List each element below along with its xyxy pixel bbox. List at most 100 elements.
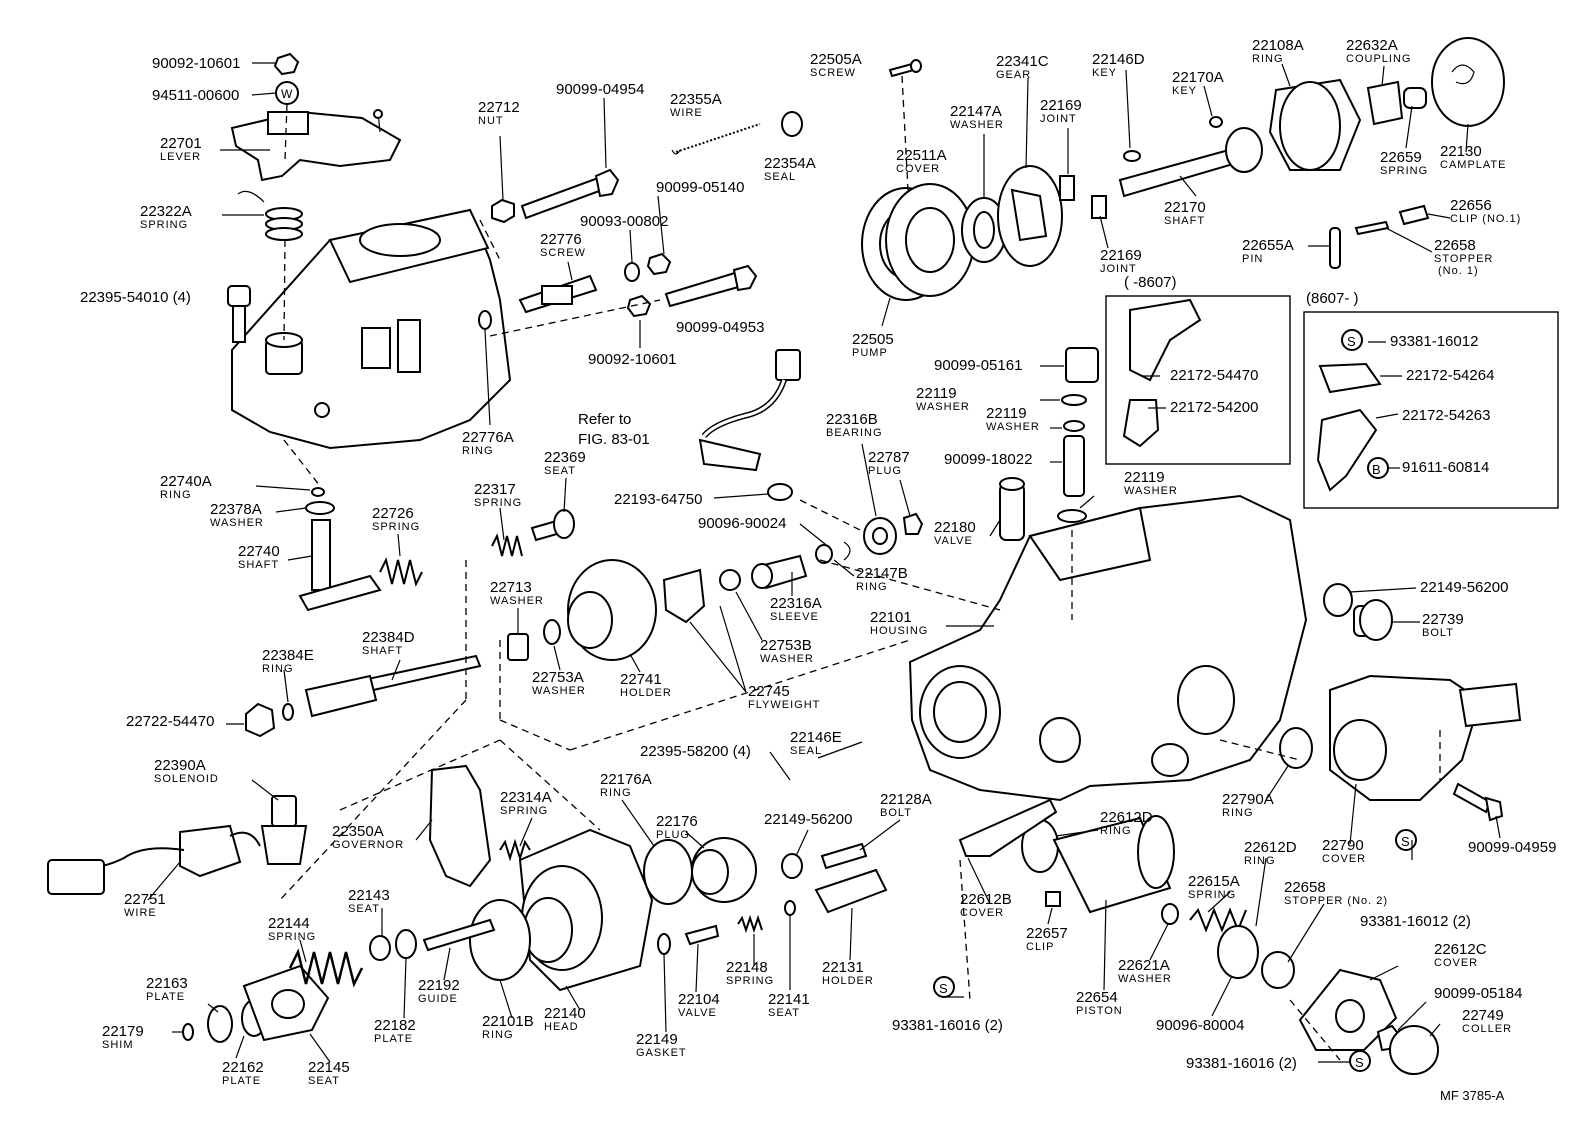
callout-22149-56200-a: 22149-56200 [1420, 579, 1508, 596]
variant-label-left: ( -8607) [1124, 274, 1177, 291]
callout-22193-64750: 22193-64750 [614, 491, 702, 508]
part-number: 22713 [490, 579, 532, 596]
part-number: 22612D [1244, 839, 1297, 856]
part-name: SOLENOID [154, 773, 219, 785]
part-name: RING [1244, 855, 1276, 867]
part-name: KEY [1172, 85, 1197, 97]
part-name: STOPPER (No. 2) [1284, 895, 1388, 907]
part-number: 93381-16016 (2) [892, 1017, 1003, 1034]
part-number: 22369 [544, 449, 586, 466]
part-number: 93381-16012 (2) [1360, 913, 1471, 930]
stopper-22658-drawing [1354, 220, 1390, 236]
part-name: RING [160, 489, 192, 501]
part-name: RING [462, 445, 494, 457]
part-number: 22776A [462, 429, 514, 446]
callout-90099-05161: 90099-05161 [934, 357, 1022, 374]
part-name: SLEEVE [770, 611, 819, 623]
part-number: 22659 [1380, 149, 1422, 166]
solenoid-22390A-drawing [47, 795, 308, 895]
spring-22726-drawing [379, 557, 423, 587]
reference-note-line2: FIG. 83-01 [578, 431, 650, 448]
spring-22148-drawing [737, 914, 763, 934]
nut-22712-drawing [491, 198, 515, 224]
part-name: SEAL [764, 171, 796, 183]
part-number: 22170A [1172, 69, 1224, 86]
ring-22147B-drawing [815, 541, 851, 564]
variant-box-right [1303, 311, 1559, 509]
part-number: 22119 [1124, 469, 1165, 486]
part-number: 22141 [768, 991, 810, 1008]
callout-93381-16012-2: 93381-16012 (2) [1360, 913, 1471, 930]
svg-text:S: S [939, 981, 948, 996]
part-number: 22712 [478, 99, 520, 116]
valve-22104-drawing [684, 924, 720, 946]
leader-lines [147, 62, 1501, 1063]
part-number: 22505 [852, 331, 894, 348]
part-name: JOINT [1040, 113, 1077, 125]
callout-94511-00600: 94511-00600 [152, 87, 239, 104]
washer-22378A-drawing [305, 501, 335, 515]
part-number: 22654 [1076, 989, 1118, 1006]
part-name: COVER [896, 163, 940, 175]
part-illustrations: W [47, 37, 1559, 1075]
bolt-22395-drawing [227, 285, 251, 343]
part-name: WASHER [760, 653, 814, 665]
part-name: SEAT [308, 1075, 340, 1087]
callout-22172-54200: 22172-54200 [1170, 399, 1258, 416]
part-number: 90099-05161 [934, 357, 1022, 374]
part-name: SHAFT [362, 645, 403, 657]
part-name: HOLDER [620, 687, 672, 699]
part-number: 22739 [1422, 611, 1464, 628]
holder-22741-drawing [567, 559, 657, 661]
part-number: 22314A [500, 789, 552, 806]
part-name: WASHER [210, 517, 264, 529]
callout-90099-18022: 90099-18022 [944, 451, 1032, 468]
plug-22176-drawing [691, 837, 757, 903]
part-number: 22149-56200 [764, 811, 852, 828]
part-number: 22146E [790, 729, 842, 746]
part-name: WIRE [124, 907, 157, 919]
part-number: 22378A [210, 501, 262, 518]
spring-22314A-drawing [499, 838, 531, 862]
s-symbol-icon: S [1341, 329, 1363, 351]
part-name: PLUG [868, 465, 902, 477]
plug-22787-drawing [902, 512, 924, 535]
cover-22612B-drawing [958, 798, 1058, 857]
part-number: 22726 [372, 505, 414, 522]
part-name: SEAL [790, 745, 822, 757]
seal-22354A-drawing [781, 111, 803, 137]
part-name: BEARING [826, 427, 883, 439]
ring-22776A-drawing [478, 310, 492, 426]
part-number: 22148 [726, 959, 768, 976]
part-name: WASHER [916, 401, 970, 413]
part-number: 22655A [1242, 237, 1294, 254]
ring-22108A-drawing [1268, 78, 1362, 171]
bearing-22316B-drawing [863, 517, 897, 555]
svg-text:S: S [1347, 334, 1356, 349]
part-name: SCREW [810, 67, 856, 79]
part-name: FLYWEIGHT [748, 699, 820, 711]
assembly-lines [279, 75, 1441, 1061]
part-number: 22354A [764, 155, 816, 172]
callout-93381-16012: 93381-16012 [1390, 333, 1478, 350]
part-number: 22162 [222, 1059, 264, 1076]
part-name: PLATE [222, 1075, 261, 1087]
part-name: SPRING [726, 975, 774, 987]
bracket-22172-54264-drawing [1318, 362, 1382, 394]
part-number: 22632A [1346, 37, 1398, 54]
callout-90093-00802: 90093-00802 [580, 213, 668, 230]
